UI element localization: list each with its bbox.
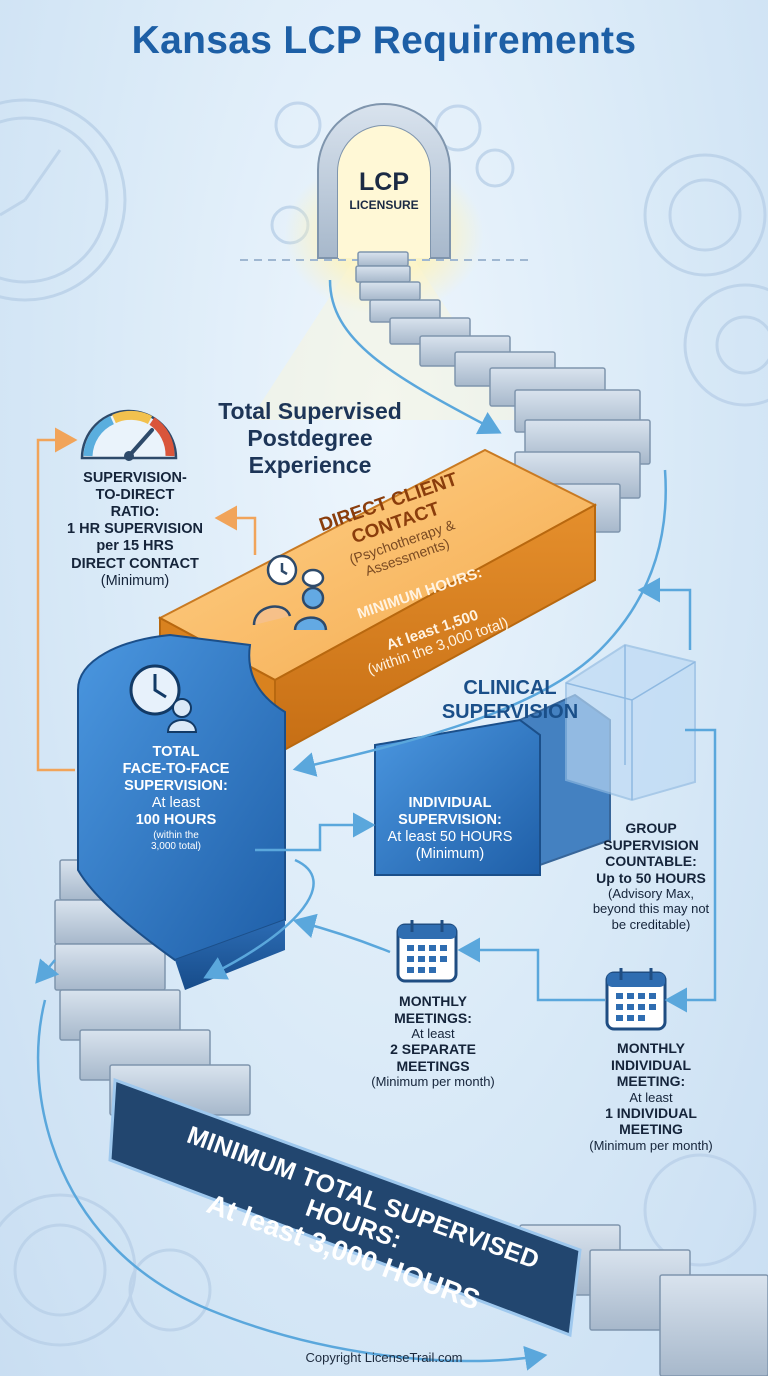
calendar-icon — [605, 968, 667, 1031]
monthly-individual-line: INDIVIDUAL — [610, 1056, 692, 1073]
clinical-supervision-line: CLINICAL — [463, 677, 557, 699]
blue-arrows — [35, 279, 717, 1371]
group-note: be creditable) — [611, 916, 691, 932]
monthly-at-least: At least — [411, 1026, 455, 1042]
monthly-individual-note: (Minimum per month) — [589, 1137, 713, 1153]
group-value: Up to 50 HOURS — [596, 869, 706, 886]
monthly-value: MEETINGS — [396, 1057, 470, 1074]
experience-heading-line: Experience — [248, 452, 372, 479]
clinical-supervision-heading: CLINICAL SUPERVISION — [410, 677, 610, 724]
monthly-note: (Minimum per month) — [371, 1074, 495, 1090]
group-line: SUPERVISION — [603, 836, 699, 853]
arch-label-licensure: LICENSURE — [349, 198, 419, 212]
clinical-supervision-line: SUPERVISION — [441, 700, 579, 723]
total-hours-banner-shape — [108, 1077, 582, 1338]
individual-note: (Minimum) — [415, 846, 485, 863]
face-to-face-line: FACE-TO-FACE — [122, 761, 230, 778]
group-supervision-label: GROUP SUPERVISION COUNTABLE: Up to 50 HO… — [556, 820, 746, 932]
ratio-line: per 15 HRS — [96, 538, 174, 555]
gauge-icon — [80, 409, 178, 461]
monthly-individual-label: MONTHLY INDIVIDUAL MEETING: At least 1 I… — [556, 1040, 746, 1153]
individual-line: SUPERVISION: — [398, 812, 502, 829]
face-to-face-label: TOTAL FACE-TO-FACE SUPERVISION: At least… — [96, 744, 256, 853]
copyright-text: Copyright LicenseTrail.com — [305, 1350, 463, 1365]
calendar-icon — [396, 920, 458, 983]
monthly-individual-at-least: At least — [629, 1089, 673, 1105]
monthly-individual-line: MONTHLY — [617, 1040, 685, 1056]
monthly-line: MEETINGS: — [394, 1009, 472, 1026]
group-line: GROUP — [625, 820, 677, 836]
group-note: beyond this may not — [592, 901, 710, 917]
ratio-line: DIRECT CONTACT — [71, 555, 199, 572]
experience-heading-line: Total Supervised — [218, 398, 402, 424]
ratio-callout: SUPERVISION- TO-DIRECT RATIO: 1 HR SUPER… — [40, 470, 230, 590]
monthly-meetings-label: MONTHLY MEETINGS: At least 2 SEPARATE ME… — [348, 993, 518, 1090]
arch-label-lcp: LCP — [359, 168, 409, 196]
experience-heading-line: Postdegree — [247, 425, 373, 452]
individual-supervision-label: INDIVIDUAL SUPERVISION: At least 50 HOUR… — [370, 795, 530, 863]
orange-arrows — [36, 427, 257, 772]
ratio-line: SUPERVISION- — [83, 470, 187, 486]
face-to-face-value: 100 HOURS — [135, 812, 217, 829]
licensure-arch — [240, 103, 528, 261]
face-to-face-line: TOTAL — [152, 744, 200, 760]
consultation-icon — [252, 554, 328, 631]
face-to-face-note: 3,000 total) — [150, 841, 202, 853]
page-title: Kansas LCP Requirements — [131, 19, 637, 62]
monthly-individual-value: 1 INDIVIDUAL — [605, 1104, 697, 1121]
ratio-line: 1 HR SUPERVISION — [67, 521, 203, 538]
clock-person-icon — [129, 664, 198, 733]
face-to-face-note: (within the — [153, 829, 199, 841]
face-to-face-line: SUPERVISION: — [124, 778, 228, 795]
individual-line: INDIVIDUAL — [408, 795, 492, 811]
ratio-line: TO-DIRECT — [95, 487, 175, 504]
monthly-individual-line: MEETING: — [616, 1073, 686, 1090]
group-glass-cube — [565, 643, 696, 802]
face-to-face-block — [77, 633, 286, 990]
ratio-note: (Minimum) — [100, 572, 170, 589]
group-note: (Advisory Max, — [608, 886, 694, 902]
individual-value: At least 50 HOURS — [387, 829, 513, 846]
face-to-face-at-least: At least — [151, 795, 201, 812]
monthly-line: MONTHLY — [399, 993, 467, 1009]
group-line: COUNTABLE: — [605, 853, 697, 870]
monthly-value: 2 SEPARATE — [390, 1041, 476, 1058]
experience-heading: Total Supervised Postdegree Experience — [190, 398, 430, 479]
monthly-individual-value: MEETING — [619, 1121, 683, 1138]
ratio-line: RATIO: — [110, 504, 160, 521]
